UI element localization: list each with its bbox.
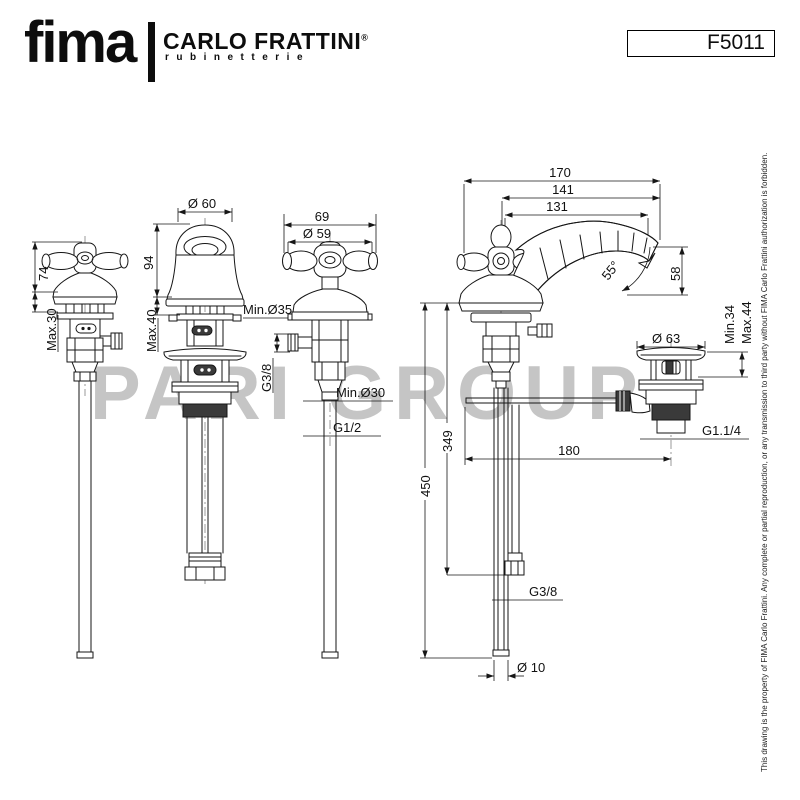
product-code-box: F5011 (627, 30, 775, 57)
logo-divider-bar (148, 22, 155, 82)
dim-label-g38-supply: G3/8 (529, 584, 557, 599)
dim-label-349: 349 (440, 430, 455, 452)
dim-label-55deg: 55° (599, 258, 623, 283)
dim-label-180: 180 (558, 443, 580, 458)
dim-label-141: 141 (552, 182, 574, 197)
dim-label-d60: Ø 60 (188, 196, 216, 211)
dim-label-d59: Ø 59 (303, 226, 331, 241)
figure-valve-front-view: 69 Ø 59 G3/8 Min.Ø30 G1/2 (259, 209, 393, 659)
brand-logo-fima: fima (24, 10, 137, 75)
registered-mark: ® (361, 32, 369, 43)
dim-label-g12: G1/2 (333, 420, 361, 435)
dim-label-min34: Min.34 (722, 305, 737, 344)
dim-label-94: 94 (141, 256, 156, 270)
dim-label-58: 58 (668, 267, 683, 281)
dim-label-d10: Ø 10 (517, 660, 545, 675)
dim-label-131: 131 (546, 199, 568, 214)
figure-spout-popup-waste-view: Ø 60 94 Max.40 Min.Ø35 (141, 196, 318, 585)
figure-complete-mixer-side-view: 170 141 131 (418, 165, 754, 681)
brand-tagline: rubinetterie (165, 52, 311, 63)
dim-label-74: 74 (36, 267, 51, 281)
dim-label-69: 69 (315, 209, 329, 224)
dim-label-g114: G1.1/4 (702, 423, 741, 438)
dim-label-170: 170 (549, 165, 571, 180)
dim-label-min-d30: Min.Ø30 (336, 385, 385, 400)
brand-carlo-frattini: CARLO FRATTINI® (163, 28, 369, 54)
figure-valve-side-view: 74 Max.30 (32, 236, 129, 659)
dim-label-max44: Max.44 (739, 301, 754, 344)
dim-label-max40: Max.40 (144, 309, 159, 352)
dim-label-d63: Ø 63 (652, 331, 680, 346)
dim-label-450: 450 (418, 475, 433, 497)
dim-label-g38: G3/8 (259, 364, 274, 392)
dim-label-min-d35: Min.Ø35 (243, 302, 292, 317)
dim-label-max30: Max.30 (44, 308, 59, 351)
